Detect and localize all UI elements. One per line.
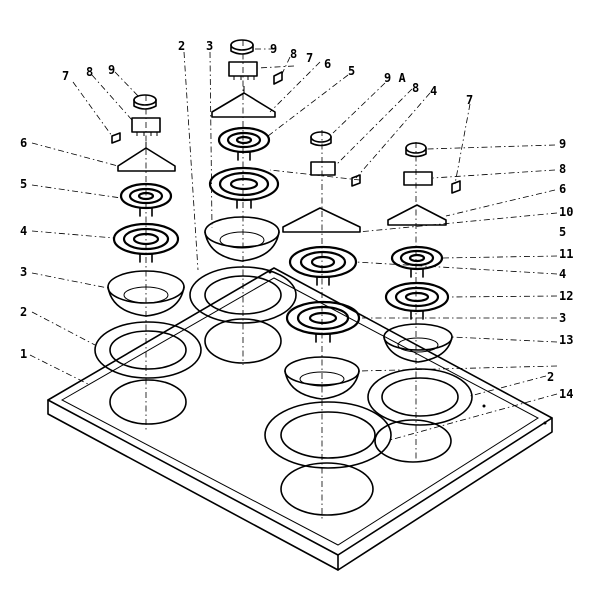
callout-5-left: 5 xyxy=(20,177,27,191)
callout-3-center: 3 xyxy=(206,39,213,53)
insulator-center xyxy=(230,39,254,55)
insulator-left xyxy=(133,94,157,110)
callout-4-left: 4 xyxy=(20,224,27,238)
surface-element-rear-right-small xyxy=(390,245,444,278)
surface-element-rear-right-large xyxy=(384,281,450,320)
trim-ring-front-right xyxy=(264,401,392,469)
callout-8-left: 8 xyxy=(86,65,93,79)
callout-7-right: 7 xyxy=(466,93,473,107)
surface-element-small-center xyxy=(217,126,271,161)
surface-element-large-center xyxy=(208,166,280,209)
callout-3-right: 3 xyxy=(559,311,566,325)
callout-6-left: 6 xyxy=(20,136,27,150)
callout-2-left: 2 xyxy=(20,305,27,319)
callout-14: 14 xyxy=(559,387,573,401)
support-bracket-rear-right xyxy=(387,204,447,226)
surface-element-large-left xyxy=(112,222,180,263)
callout-4-right: 4 xyxy=(559,267,566,281)
surface-element-front-right-small xyxy=(288,245,358,286)
callout-6-right: 6 xyxy=(559,182,566,196)
callout-11: 11 xyxy=(559,247,573,261)
surface-element-front-right-large xyxy=(285,300,361,343)
callout-9a: 9 A xyxy=(384,71,406,85)
support-bracket-center xyxy=(211,86,276,118)
cooktop-panel xyxy=(47,267,553,571)
clip-center xyxy=(273,71,283,85)
callout-7-left: 7 xyxy=(62,69,69,83)
clip-rear-right xyxy=(451,180,461,194)
callout-4-center: 4 xyxy=(430,84,437,98)
drip-bowl-rear-left xyxy=(204,216,280,262)
support-bracket-front-right xyxy=(282,207,361,233)
trim-ring-rear-right xyxy=(367,368,473,426)
callout-5-right: 5 xyxy=(559,225,566,239)
callout-12: 12 xyxy=(559,289,573,303)
callout-8-center-right: 8 xyxy=(412,81,419,95)
callout-5-center: 5 xyxy=(348,64,355,78)
terminal-block-front-right xyxy=(310,161,336,176)
callout-8-center: 8 xyxy=(290,47,297,61)
drip-bowl-front-right xyxy=(284,356,360,400)
callout-10: 10 xyxy=(559,205,573,219)
callout-9-center: 9 xyxy=(270,42,277,56)
clip-front-right xyxy=(351,174,361,187)
callout-2-center: 2 xyxy=(178,39,185,53)
assembly-axis-lines xyxy=(145,40,417,520)
callout-9-left: 9 xyxy=(108,63,115,77)
callout-2-right: 2 xyxy=(547,370,554,384)
terminal-block-rear-right xyxy=(403,171,433,186)
callout-9-right: 9 xyxy=(559,137,566,151)
insulator-front-right xyxy=(310,131,332,147)
callout-6-center: 6 xyxy=(324,57,331,71)
trim-ring-front-left xyxy=(94,321,202,379)
clip-left xyxy=(111,132,121,144)
callout-8-right: 8 xyxy=(559,162,566,176)
support-bracket-left xyxy=(117,142,176,172)
leader-lines xyxy=(29,48,558,441)
callout-13: 13 xyxy=(559,333,573,347)
callout-labels: 1 2 2 2 3 3 3 4 4 4 5 5 5 6 6 6 7 7 7 8 … xyxy=(20,39,573,401)
callout-1: 1 xyxy=(20,347,27,361)
callout-7-center: 7 xyxy=(306,51,313,65)
callout-3-left: 3 xyxy=(20,265,27,279)
drip-bowl-rear-right xyxy=(383,323,453,363)
